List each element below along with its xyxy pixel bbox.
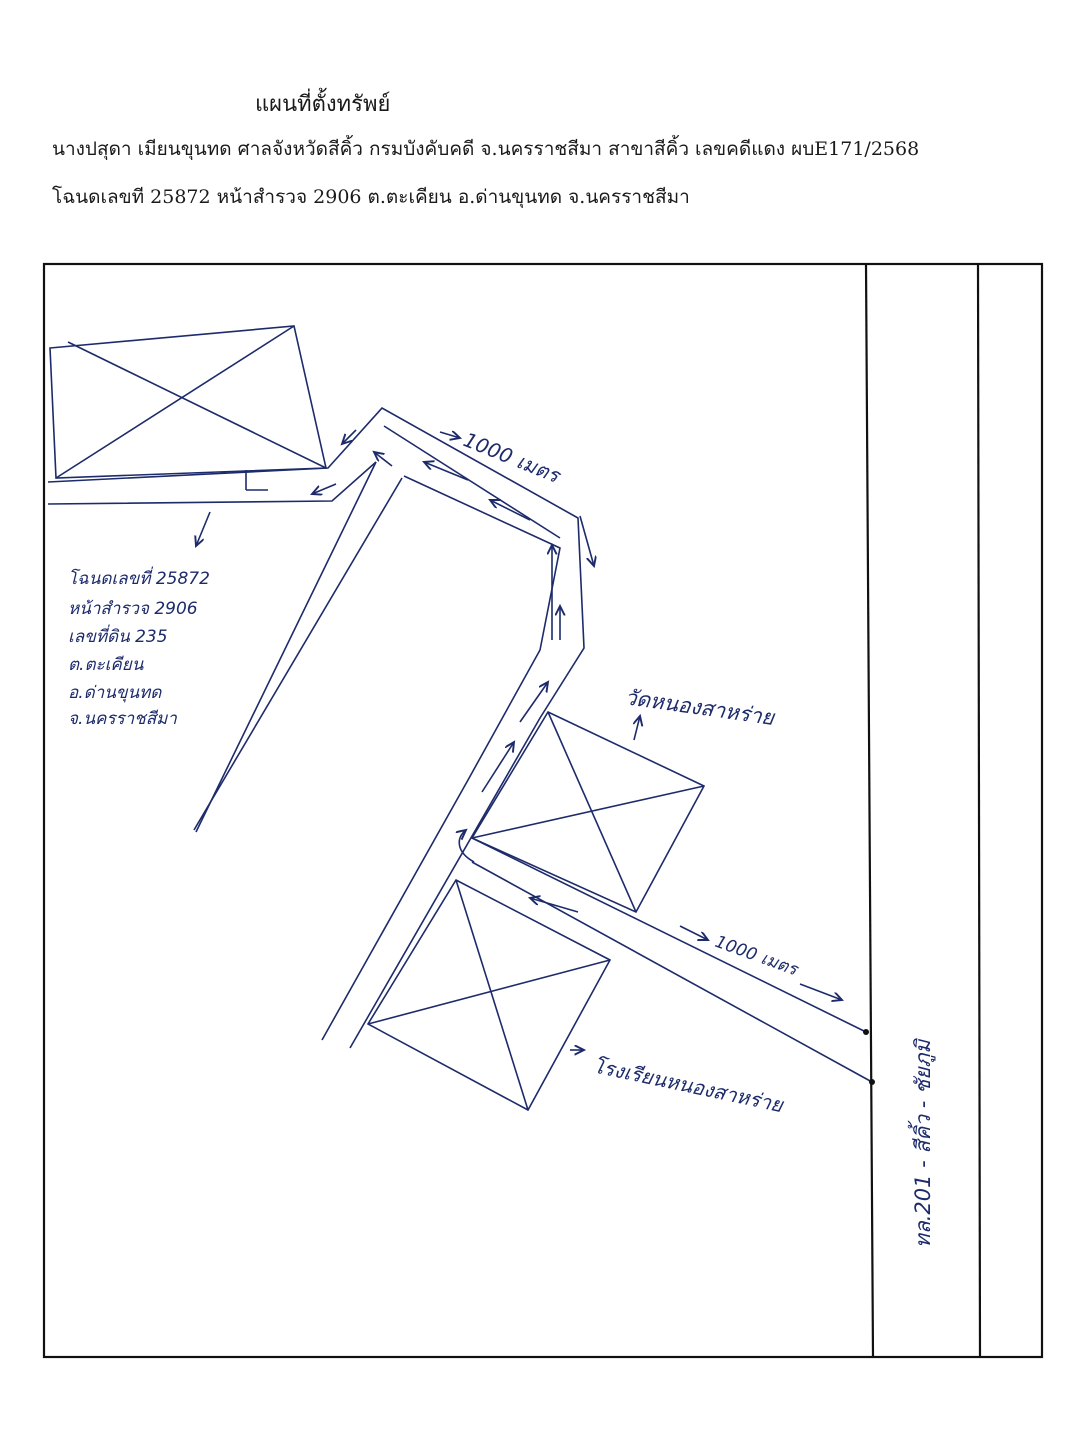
parcel-note-line: ต.ตะเคียน: [68, 655, 144, 675]
parcel-note-line: หน้าสำรวจ 2906: [68, 599, 198, 619]
case-details: นางปสุดา เมียนขุนทด ศาลจังหวัดสีคิ้ว กรม…: [52, 138, 920, 160]
parcel-note-line: อ.ด่านขุนทด: [68, 683, 162, 703]
school-label: โรงเรียนหนองสาหร่าย: [591, 1053, 786, 1117]
parcel-note-line: โฉนดเลขที่ 25872: [68, 566, 210, 589]
deed-details: โฉนดเลขที 25872 หน้าสำรวจ 2906 ต.ตะเคียน…: [52, 186, 690, 208]
highway-edge-right: [976, 263, 982, 1358]
highway-edge-left: [864, 263, 875, 1358]
school-parcel: [366, 878, 612, 1112]
distance-markers: [342, 429, 875, 1085]
access-road: [47, 406, 585, 1049]
map-title: แผนที่ตั้งทรัพย์: [255, 92, 391, 117]
distance-label-bottom: 1000 เมตร: [712, 932, 801, 981]
map-frame: [42, 262, 1044, 1359]
subject-parcel: [49, 325, 327, 479]
highway-label: ทล.201 - สีคิ้ว - ชัยภูมิ: [907, 1038, 936, 1248]
temple-parcel: [470, 710, 706, 914]
parcel-note: โฉนดเลขที่ 25872 หน้าสำรวจ 2906 เลขที่ดิ…: [68, 566, 210, 729]
parcel-note-line: เลขที่ดิน 235: [68, 624, 168, 647]
distance-label-top: 1000 เมตร: [460, 427, 565, 488]
temple-label: วัดหนองสาหร่าย: [623, 685, 777, 730]
branch-road: [471, 837, 873, 1083]
parcel-note-line: จ.นครราชสีมา: [68, 709, 177, 729]
route-arrows: [196, 452, 640, 1050]
